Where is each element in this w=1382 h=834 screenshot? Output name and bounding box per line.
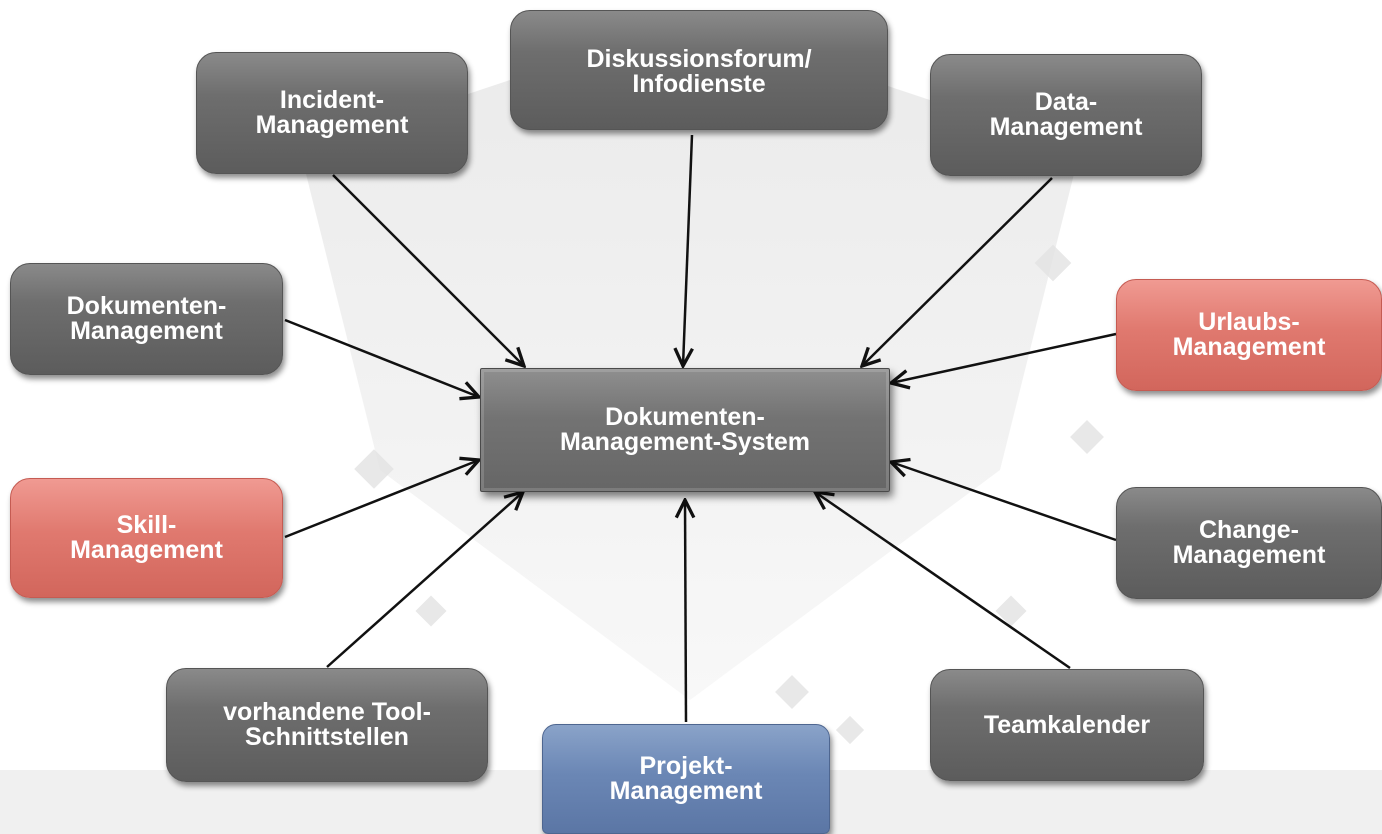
node-change-management: Change- Management	[1116, 487, 1382, 599]
node-projekt-management: Projekt- Management	[542, 724, 830, 834]
arrow-tool	[326, 492, 523, 668]
node-skill-management: Skill- Management	[10, 478, 283, 598]
node-incident-management: Incident- Management	[196, 52, 468, 174]
node-dokumenten-management-system: Dokumenten- Management-System	[480, 368, 890, 492]
node-urlaubs-management: Urlaubs- Management	[1116, 279, 1382, 391]
arrow-skill	[284, 460, 479, 539]
arrow-urlaubs	[891, 332, 1117, 383]
arrow-dokumenten	[284, 318, 479, 397]
node-teamkalender: Teamkalender	[930, 669, 1204, 781]
arrow-data	[862, 177, 1053, 366]
arrow-team	[815, 492, 1071, 670]
node-data-management: Data- Management	[930, 54, 1202, 176]
arrow-forum	[683, 134, 692, 366]
node-dokumenten-management: Dokumenten- Management	[10, 263, 283, 375]
node-diskussionsforum-infodienste: Diskussionsforum/ Infodienste	[510, 10, 888, 130]
arrow-change	[891, 462, 1117, 542]
arrow-projekt	[685, 500, 686, 723]
node-vorhandene-tool-schnittstellen: vorhandene Tool- Schnittstellen	[166, 668, 488, 782]
arrow-incident	[332, 174, 524, 366]
